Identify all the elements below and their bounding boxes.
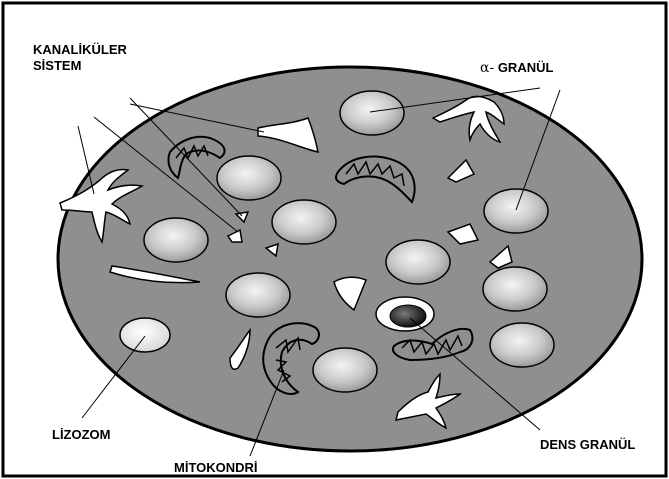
- alpha-granule: [217, 156, 281, 200]
- alpha-granule: [490, 323, 554, 367]
- label-alpha-granule-text: GRANÜL: [498, 60, 554, 75]
- label-mitochondria: MİTOKONDRİ: [174, 460, 258, 476]
- label-alpha-granule: α- GRANÜL: [480, 60, 553, 76]
- alpha-granule: [226, 273, 290, 317]
- alpha-symbol: α-: [480, 60, 494, 76]
- label-canalicular-system-line1: KANALİKÜLER: [33, 42, 127, 58]
- alpha-granule: [272, 200, 336, 244]
- alpha-granule: [313, 348, 377, 392]
- alpha-granule: [483, 267, 547, 311]
- dense-granule: [376, 297, 434, 331]
- alpha-granule: [386, 240, 450, 284]
- alpha-granule: [340, 91, 404, 135]
- lysosome: [120, 318, 170, 352]
- alpha-granule: [484, 189, 548, 233]
- alpha-granule: [144, 218, 208, 262]
- label-canalicular-system-line2: SİSTEM: [33, 58, 81, 74]
- label-lysosome: LİZOZOM: [52, 427, 111, 443]
- label-dense-granule: DENS GRANÜL: [540, 437, 635, 453]
